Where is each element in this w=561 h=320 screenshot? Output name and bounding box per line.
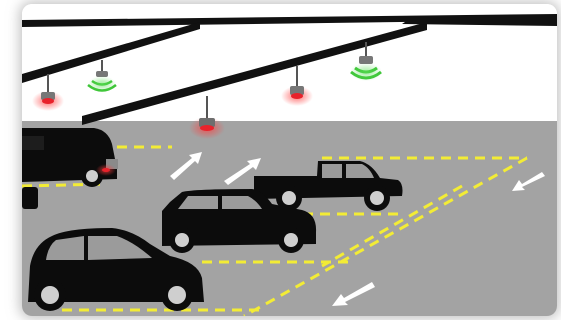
parking-scene-svg [22, 4, 557, 316]
parking-illustration [22, 4, 557, 316]
